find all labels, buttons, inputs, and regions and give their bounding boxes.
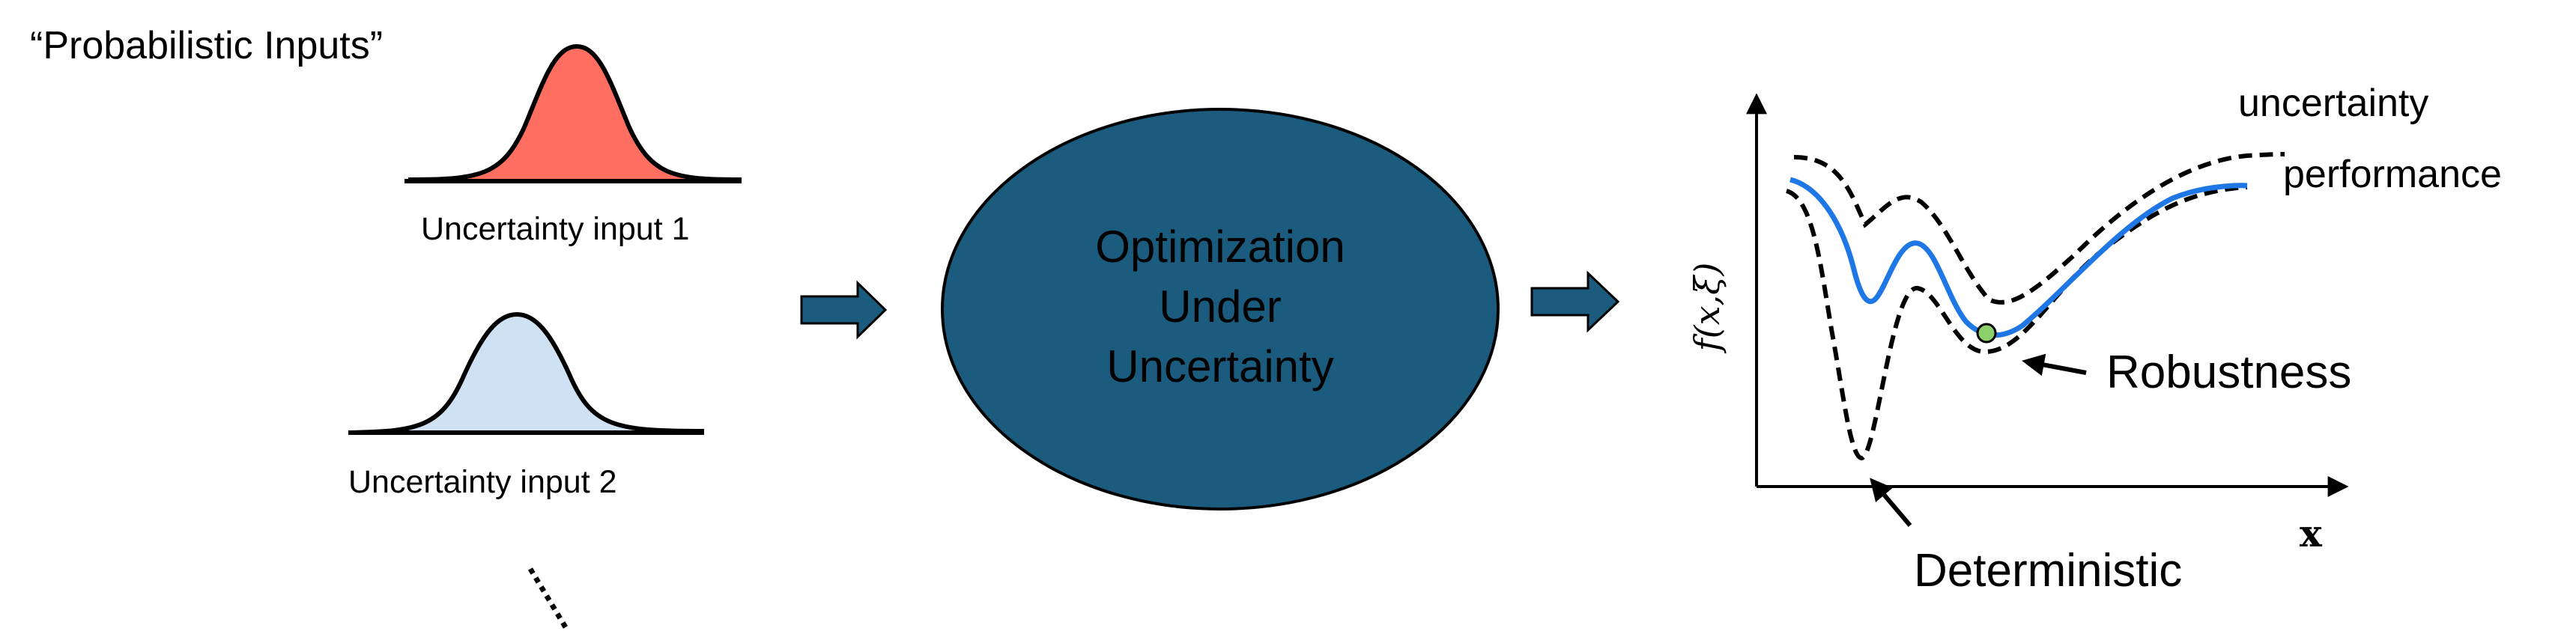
input-label-1: Uncertainty input 1	[421, 211, 690, 247]
center-line-2: Under	[1159, 281, 1281, 332]
continuation-dots	[528, 567, 568, 629]
right-block-arrow-icon	[800, 280, 888, 340]
x-axis-label: x	[2300, 511, 2323, 555]
input-distribution-1	[404, 43, 742, 183]
legend-performance: performance	[2283, 153, 2502, 196]
robustness-pointer	[2022, 353, 2087, 377]
right-block-arrow-icon	[1530, 270, 1620, 333]
optimization-ellipse	[941, 108, 1500, 510]
center-line-1: Optimization	[1095, 222, 1345, 272]
legend-uncertainty: uncertainty	[2238, 82, 2428, 125]
deterministic-pointer	[1870, 478, 1912, 527]
robust-point	[1976, 323, 1997, 344]
center-line-3: Uncertainty	[1106, 341, 1333, 391]
input-label-2: Uncertainty input 2	[348, 464, 617, 500]
deterministic-label: Deterministic	[1914, 545, 2182, 597]
distribution-curve-2	[351, 311, 705, 435]
uncertainty-upper-curve	[1793, 152, 2285, 305]
distribution-fill-2	[352, 314, 704, 431]
performance-curve	[1789, 177, 2248, 338]
input-distribution-2	[348, 311, 705, 435]
robustness-label: Robustness	[2106, 347, 2351, 398]
distribution-fill-1	[408, 46, 742, 180]
uncertainty-lower-curve	[1785, 185, 2248, 461]
y-axis-label: f(x,ξ)	[1687, 263, 1727, 354]
distribution-curve-1	[407, 43, 742, 182]
page-title: “Probabilistic Inputs”	[30, 24, 383, 67]
